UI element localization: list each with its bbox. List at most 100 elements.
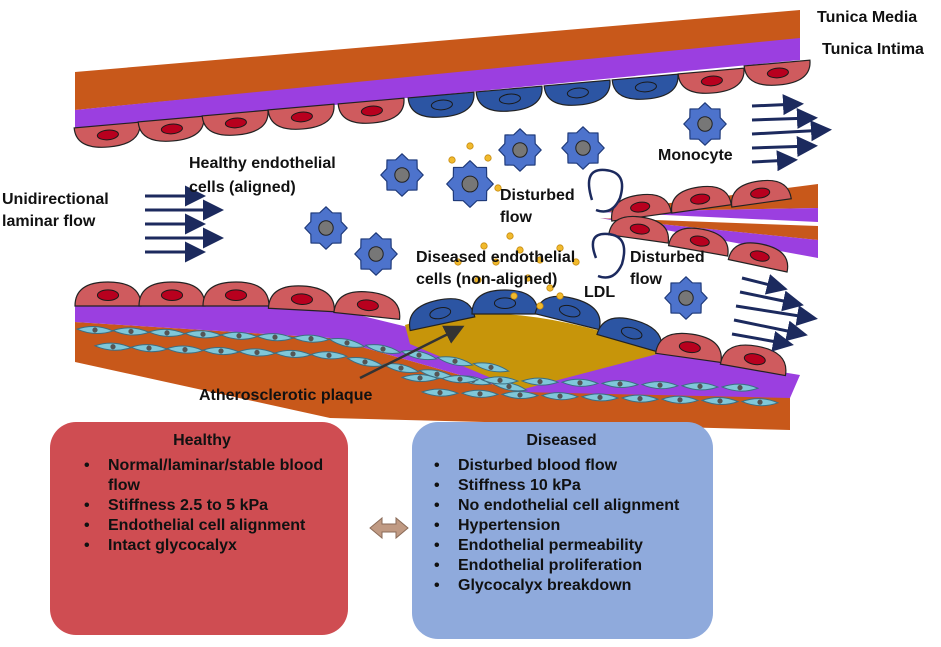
unidirectional-flow-label-2: laminar flow bbox=[2, 213, 96, 230]
healthy-endothelial-cell bbox=[337, 97, 405, 124]
smooth-muscle-cell bbox=[237, 348, 277, 357]
healthy-endothelial-cell bbox=[667, 227, 729, 257]
ldl-particle bbox=[474, 276, 482, 284]
healthy-endothelial-cell bbox=[333, 291, 401, 321]
flow-arrow bbox=[739, 290, 804, 312]
healthy-endothelial-cell bbox=[138, 281, 206, 307]
diseased-endothelial-cell bbox=[534, 295, 601, 331]
diseased-endothelial-cell bbox=[407, 91, 475, 118]
flow-arrow bbox=[751, 108, 818, 129]
smooth-muscle-cell bbox=[165, 345, 205, 354]
plaque-label: Atherosclerotic plaque bbox=[199, 387, 372, 404]
smooth-muscle-cell bbox=[328, 337, 366, 348]
diseased-endothelial-label: Diseased endothelial bbox=[416, 249, 575, 266]
healthy-summary-box: Healthy Normal/laminar/stable blood flow… bbox=[50, 422, 348, 635]
tunica-media-label: Tunica Media bbox=[817, 9, 917, 26]
healthy-items: Normal/laminar/stable blood flow Stiffne… bbox=[68, 456, 336, 556]
monocyte-cell bbox=[664, 276, 708, 320]
disturbed-flow-right-label: Disturbed bbox=[630, 249, 705, 266]
smooth-muscle-cell bbox=[291, 334, 331, 343]
ldl-particles bbox=[448, 142, 580, 310]
monocytes bbox=[304, 102, 727, 320]
diseased-endothelial-cell bbox=[408, 298, 476, 332]
diseased-item: Disturbed blood flow bbox=[434, 456, 705, 476]
smooth-muscle-cell bbox=[600, 380, 640, 388]
smooth-muscle-cell bbox=[309, 351, 349, 360]
upper-tunica-intima bbox=[75, 38, 800, 130]
disturbed-flow-loop bbox=[587, 168, 624, 213]
diseased-endothelial-label-2: cells (non-aligned) bbox=[416, 271, 557, 288]
ldl-particle bbox=[546, 284, 554, 292]
monocyte-cell bbox=[498, 128, 542, 172]
diseased-endothelial-cell bbox=[471, 289, 539, 315]
flow-arrow bbox=[733, 318, 808, 342]
healthy-endothelial-cell bbox=[267, 103, 335, 130]
healthy-endothelial-cell bbox=[654, 332, 722, 364]
smooth-muscle-cell bbox=[580, 393, 620, 402]
monocyte-label: Monocyte bbox=[658, 147, 733, 164]
smooth-muscle-cell bbox=[520, 377, 560, 386]
flow-arrow bbox=[751, 150, 798, 172]
healthy-endothelial-cell bbox=[670, 185, 732, 214]
smooth-muscle-cell bbox=[740, 398, 780, 407]
monocyte-cell bbox=[304, 206, 348, 250]
unidirectional-flow-label: Unidirectional bbox=[2, 191, 109, 208]
smooth-muscle-cell bbox=[660, 395, 700, 404]
ldl-particle bbox=[524, 274, 532, 282]
plaque-pointer-arrow bbox=[359, 325, 465, 380]
flow-arrow bbox=[735, 304, 818, 327]
ldl-particle bbox=[510, 292, 518, 300]
healthy-endothelial-cell bbox=[137, 115, 205, 142]
smooth-muscle-cell bbox=[480, 376, 520, 385]
disturbed-flow-center-label: Disturbed bbox=[500, 187, 575, 204]
diseased-item: Stiffness 10 kPa bbox=[434, 476, 705, 496]
healthy-endothelial-cell bbox=[201, 109, 269, 136]
smooth-muscle-cell bbox=[420, 388, 460, 397]
diseased-summary-box: Diseased Disturbed blood flow Stiffness … bbox=[412, 422, 713, 639]
healthy-endothelial-cell bbox=[74, 281, 142, 307]
flow-arrow bbox=[741, 274, 788, 295]
healthy-item: Stiffness 2.5 to 5 kPa bbox=[84, 496, 336, 516]
healthy-endothelial-cell bbox=[743, 59, 811, 86]
ldl-particle bbox=[448, 156, 456, 164]
diseased-item: Hypertension bbox=[434, 516, 705, 536]
smooth-muscle-cell bbox=[440, 375, 480, 384]
upper-endothelial-layer bbox=[73, 59, 811, 148]
healthy-item: Intact glycocalyx bbox=[84, 536, 336, 556]
healthy-endothelial-cell bbox=[267, 285, 335, 313]
healthy-endothelial-cell bbox=[73, 121, 141, 148]
healthy-item: Endothelial cell alignment bbox=[84, 516, 336, 536]
double-arrow-icon bbox=[369, 516, 409, 540]
healthy-endothelial-cell bbox=[202, 281, 270, 307]
diseased-endothelial-cell bbox=[596, 317, 663, 354]
disturbed-flow-center-label-2: flow bbox=[500, 209, 533, 226]
flow-arrow bbox=[751, 94, 804, 116]
healthy-box-title: Healthy bbox=[173, 432, 231, 449]
diseased-endothelial-cell bbox=[475, 85, 543, 112]
monocyte-cell bbox=[683, 102, 727, 146]
healthy-endothelial-cell bbox=[727, 242, 789, 273]
diseased-item: No endothelial cell alignment bbox=[434, 496, 705, 516]
ldl-particle bbox=[454, 258, 462, 266]
branch-endothelial-layer bbox=[608, 179, 792, 273]
healthy-endothelial-cell bbox=[730, 179, 792, 208]
healthy-endothelial-label: Healthy endothelial bbox=[189, 155, 336, 172]
flow-arrow bbox=[751, 136, 818, 157]
diseased-box-title: Diseased bbox=[526, 432, 597, 449]
smooth-muscle-cell bbox=[560, 378, 600, 387]
smooth-muscle-cell bbox=[620, 394, 660, 403]
healthy-endothelial-cell bbox=[608, 215, 670, 244]
diseased-item: Glycocalyx breakdown bbox=[434, 576, 705, 596]
lower-endothelial-layer bbox=[74, 281, 787, 377]
smooth-muscle-cell bbox=[540, 392, 580, 401]
smooth-muscle-cell bbox=[640, 381, 680, 390]
smooth-muscle-cell bbox=[183, 330, 223, 339]
ldl-particle bbox=[536, 256, 544, 264]
smooth-muscle-cell bbox=[680, 382, 720, 391]
smooth-muscle-cell bbox=[364, 344, 402, 354]
flow-arrow bbox=[731, 331, 794, 352]
tunica-intima-label: Tunica Intima bbox=[822, 41, 924, 58]
ldl-particle bbox=[556, 244, 564, 252]
disturbed-flow-loop bbox=[591, 232, 626, 279]
